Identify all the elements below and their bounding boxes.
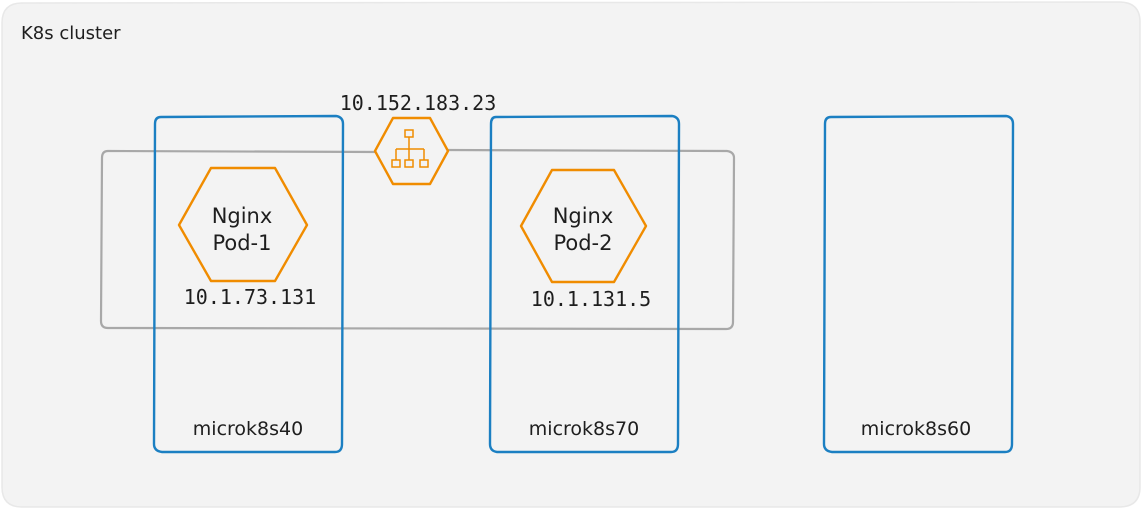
pod-1-ip-label: 10.1.73.131 bbox=[184, 285, 316, 309]
pod-2-name-line1: Nginx bbox=[553, 204, 614, 228]
service-ip-label: 10.152.183.23 bbox=[340, 91, 497, 115]
node-name-microk8s40: microk8s40 bbox=[193, 418, 303, 440]
pod-1: Nginx Pod-1 bbox=[177, 166, 309, 283]
pod-1-name-line2: Pod-1 bbox=[212, 231, 271, 255]
node-microk8s40-box bbox=[152, 114, 345, 454]
cluster-label: K8s cluster bbox=[21, 23, 121, 44]
service-network-band bbox=[99, 148, 736, 331]
pod-2: Nginx Pod-2 bbox=[519, 168, 648, 284]
node-name-microk8s60: microk8s60 bbox=[861, 418, 971, 440]
node-microk8s70-box bbox=[488, 114, 681, 454]
network-hierarchy-icon bbox=[391, 129, 429, 168]
pod-1-hexagon bbox=[177, 166, 309, 283]
node-name-microk8s70: microk8s70 bbox=[529, 418, 639, 440]
service-node bbox=[373, 116, 450, 186]
pod-2-name-line2: Pod-2 bbox=[553, 231, 612, 255]
pod-2-hexagon bbox=[519, 168, 648, 284]
node-microk8s60-box bbox=[822, 114, 1015, 454]
pod-1-name-line1: Nginx bbox=[212, 204, 273, 228]
pod-2-ip-label: 10.1.131.5 bbox=[531, 287, 651, 311]
